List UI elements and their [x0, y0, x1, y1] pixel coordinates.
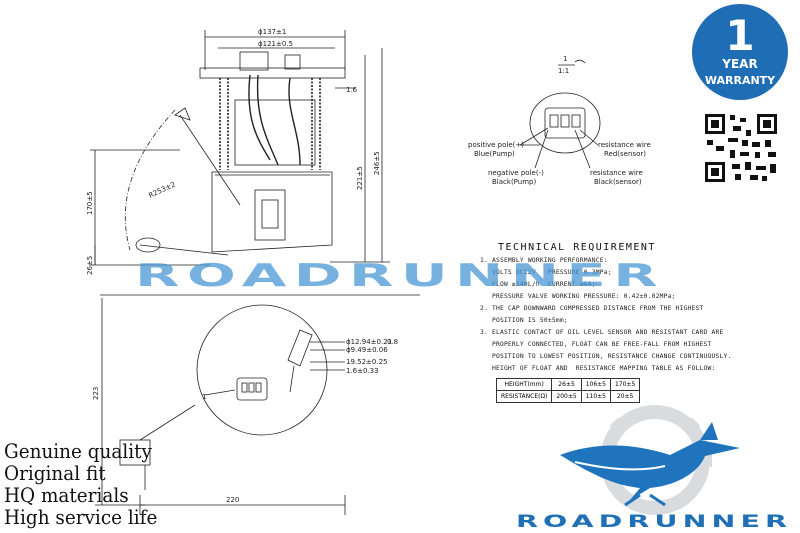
- dim-r253: R253±2: [147, 180, 176, 199]
- table-cell: 110±5: [580, 390, 611, 403]
- port-dim-1: ϕ12.94±0.21: [346, 338, 392, 346]
- dim-246: 246±5: [373, 151, 381, 175]
- tech-lines: 1. ASSEMBLY WORKING PERFORMANCE: VOLTS D…: [480, 257, 731, 372]
- label-positive-pole-sub: Blue(Pump): [474, 150, 515, 158]
- label-resistance-black-sub: Black(sensor): [594, 178, 642, 186]
- scale-number: 1: [563, 55, 567, 63]
- tech-line: HEIGHT OF FLOAT AND RESISTANCE MAPPING T…: [480, 365, 715, 372]
- warranty-number: 1: [725, 11, 754, 60]
- table-cell: RESISTANCE(Ω): [495, 390, 553, 403]
- label-negative-pole: negative pole(-): [488, 169, 544, 177]
- dim-1-6: 1.6: [346, 86, 358, 94]
- warranty-label: WARRANTY: [705, 74, 776, 87]
- scale-ratio: 1:1: [558, 67, 569, 75]
- label-resistance-black: resistance wire: [590, 169, 643, 177]
- feature-list: Genuine quality Original fit HQ material…: [4, 440, 157, 528]
- feature-list-block: Genuine quality Original fit HQ material…: [4, 440, 171, 528]
- label-resistance-red-sub: Red(sensor): [604, 150, 646, 158]
- table-cell: HEIGHT(mm): [495, 378, 553, 391]
- table-row: HEIGHT(mm) 26±5 106±5 170±5: [495, 378, 641, 391]
- warranty-badge: 1 YEAR WARRANTY: [685, 2, 795, 102]
- mapping-table: HEIGHT(mm) 26±5 106±5 170±5 RESISTANCE(Ω…: [495, 378, 641, 403]
- tech-line: POSITION IS 50±5mm;: [480, 317, 568, 324]
- tech-line: FLOW ≥140L/h CURRENT ≤8A;: [480, 281, 596, 288]
- dim-170: 170±5: [86, 191, 94, 215]
- table-row: RESISTANCE(Ω) 200±5 110±5 20±5: [495, 390, 641, 403]
- table-cell: 170±5: [609, 378, 641, 391]
- label-resistance-red: resistance wire: [598, 141, 651, 149]
- feature-item: HQ materials: [4, 483, 129, 507]
- label-negative-pole-sub: Black(Pump): [492, 178, 536, 186]
- warranty-year: YEAR: [721, 57, 757, 71]
- tech-line: 1. ASSEMBLY WORKING PERFORMANCE:: [480, 257, 608, 264]
- brand-logo-text: ROADRUNNER: [516, 512, 792, 532]
- dim-26: 26±5: [86, 256, 94, 275]
- callout-1: 1: [202, 393, 206, 401]
- dim-phi-137: ϕ137±1: [258, 28, 286, 36]
- port-dim-4: 1.6±0.33: [346, 367, 379, 375]
- table-cell: 20±5: [609, 390, 641, 403]
- label-positive-pole: positive pole(+): [468, 141, 524, 149]
- table-cell: 200±5: [551, 390, 582, 403]
- brand-watermark: ROADRUNNER: [135, 258, 665, 294]
- feature-item: Original fit: [4, 461, 106, 485]
- warranty-badge-shape: 1 YEAR WARRANTY: [692, 4, 788, 100]
- tech-line: 2. THE CAP DOWNWARD COMPRESSED DISTANCE …: [480, 305, 704, 312]
- dim-phi-121: ϕ121±0.5: [258, 40, 293, 48]
- tech-line: POSITION TO LOWEST POSITION, RESISTANCE …: [480, 353, 731, 360]
- dim-220: 220: [226, 496, 239, 504]
- feature-item: High service life: [4, 505, 158, 529]
- tech-line: 3. ELASTIC CONTACT OF OIL LEVEL SENSOR A…: [480, 329, 723, 336]
- height-resistance-table: HEIGHT(mm) 26±5 106±5 170±5 RESISTANCE(Ω…: [495, 378, 641, 403]
- table-cell: 106±5: [580, 378, 611, 391]
- feature-item: Genuine quality: [4, 439, 152, 463]
- dim-221: 221±5: [356, 166, 364, 190]
- tech-line: PROPERLY CONNECTED, FLOAT CAN BE FREE-FA…: [480, 341, 711, 348]
- port-dim-0-8: 0.8: [387, 338, 398, 346]
- tech-line: PRESSURE VALVE WORKING PRESSURE: 0.42±0.…: [480, 293, 676, 300]
- table-cell: 26±5: [551, 378, 582, 391]
- tech-line: VOLTS DC12V PRESSURE 0.3MPa;: [480, 269, 612, 276]
- port-dim-3: 19.52±0.25: [346, 358, 388, 366]
- roadrunner-logo-art: [560, 405, 740, 515]
- dim-223: 223: [92, 387, 100, 400]
- tech-title: TECHNICAL REQUIREMENT: [498, 242, 656, 253]
- qr-code: [703, 112, 779, 184]
- port-dim-2: ϕ9.49±0.06: [346, 346, 388, 354]
